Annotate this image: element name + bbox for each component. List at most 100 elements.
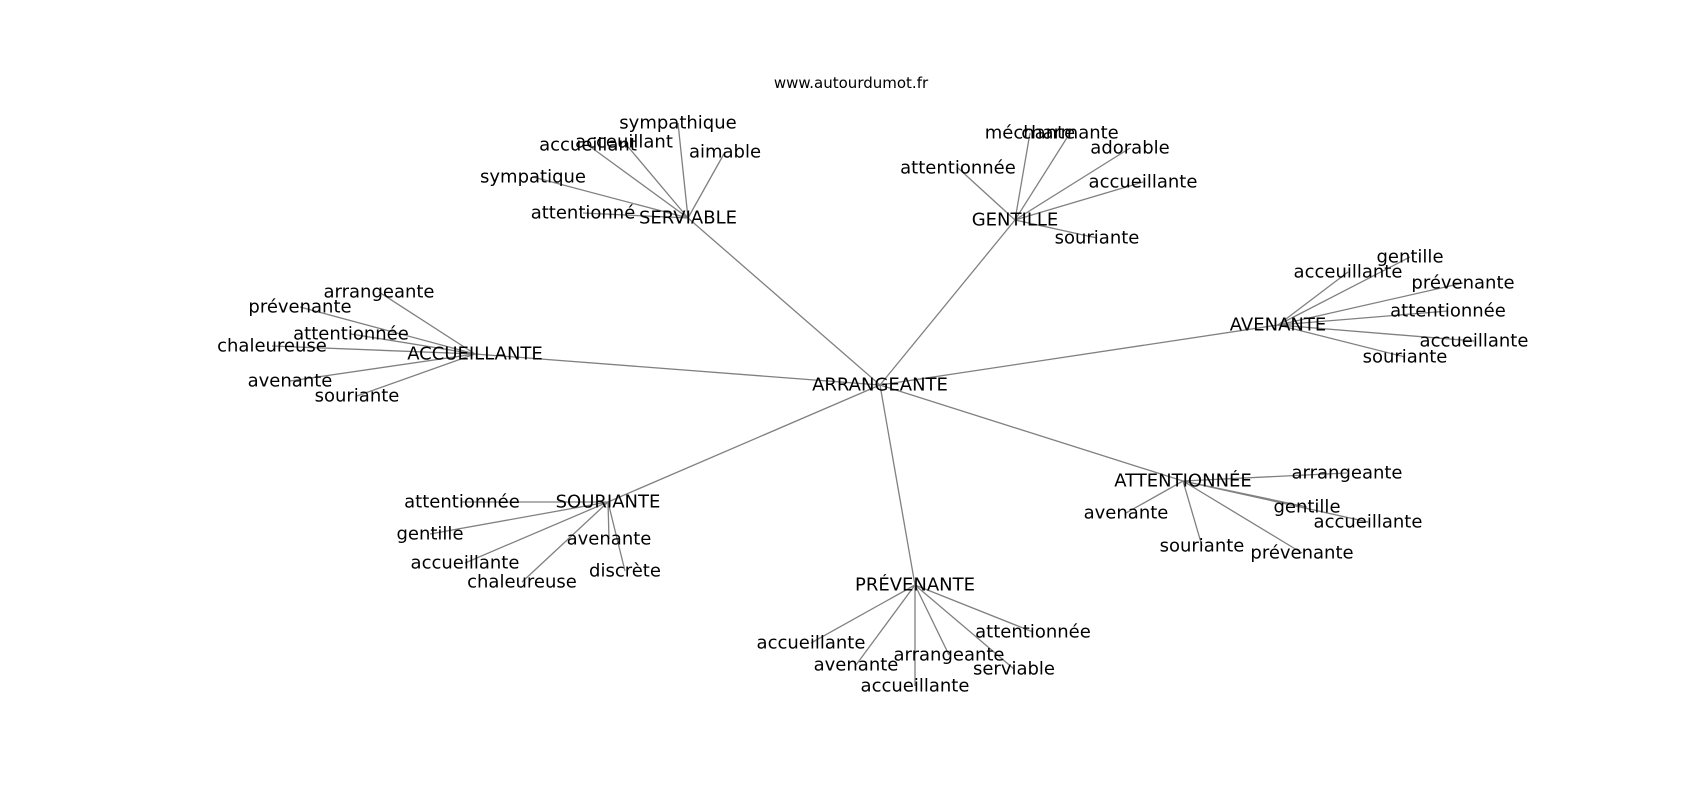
leaf-node-label: gentille xyxy=(396,524,463,545)
root-edge xyxy=(879,384,916,586)
leaf-node-label: gentille xyxy=(1273,497,1340,518)
leaf-node-label: attentionné xyxy=(531,203,636,224)
leaf-node-label: souriante xyxy=(315,386,400,407)
leaf-edge xyxy=(914,584,950,656)
leaf-node-label: aimable xyxy=(689,142,761,163)
hub-node-label: PRÉVENANTE xyxy=(855,574,975,596)
leaf-edge xyxy=(1014,219,1098,239)
leaf-node-label: avenante xyxy=(1084,503,1169,524)
leaf-edge xyxy=(1277,324,1406,358)
graph-edges xyxy=(271,122,1475,686)
leaf-node-label: attentionnée xyxy=(1390,301,1506,322)
root-edge xyxy=(879,219,1016,386)
leaf-edge xyxy=(1277,310,1449,326)
leaf-node-label: accueillante xyxy=(411,553,520,574)
leaf-edge xyxy=(271,345,476,355)
leaf-edge xyxy=(1014,132,1031,221)
leaf-edge xyxy=(1014,181,1144,221)
leaf-node-label: accueillante xyxy=(861,676,970,697)
leaf-node-label: acceuillante xyxy=(1294,262,1403,283)
leaf-node-label: adorable xyxy=(1090,138,1169,159)
leaf-edge xyxy=(464,501,609,564)
leaf-node-label: avenante xyxy=(814,655,899,676)
graph-labels: ARRANGEANTESERVIABLEsympathiqueaccueilla… xyxy=(217,113,1528,697)
leaf-edge xyxy=(677,122,689,219)
leaf-node-label: attentionnée xyxy=(975,622,1091,643)
hub-node-label: ACCUEILLANTE xyxy=(407,344,543,365)
leaf-edge xyxy=(914,584,1015,670)
leaf-node-label: accueillante xyxy=(1314,512,1423,533)
hub-node-label: SOURIANTE xyxy=(556,492,661,513)
hub-node-label: SERVIABLE xyxy=(639,208,737,229)
root-edge xyxy=(607,384,881,503)
root-edge xyxy=(879,384,1184,482)
leaf-node-label: gentille xyxy=(1376,247,1443,268)
leaf-node-label: discrète xyxy=(589,561,661,582)
leaf-edge xyxy=(1277,256,1411,326)
leaf-edge xyxy=(289,353,476,382)
leaf-edge xyxy=(429,501,609,535)
leaf-node-label: attentionnée xyxy=(404,492,520,513)
leaf-edge xyxy=(521,501,609,583)
leaf-edge xyxy=(855,584,916,666)
leaf-node-label: accueillante xyxy=(1420,331,1529,352)
leaf-edge xyxy=(1182,480,1203,547)
leaf-node-label: sympatique xyxy=(480,167,586,188)
leaf-edge xyxy=(587,144,689,219)
leaf-edge xyxy=(582,212,689,219)
leaf-edge xyxy=(607,501,626,572)
leaf-node-label: sympathique xyxy=(619,113,736,134)
leaf-node-label: acceuillant xyxy=(575,132,673,153)
leaf-edge xyxy=(1014,132,1071,221)
leaf-node-label: prévenante xyxy=(1250,543,1353,564)
leaf-edge xyxy=(1277,282,1464,326)
root-edge xyxy=(474,353,881,386)
leaf-node-label: souriante xyxy=(1055,228,1140,249)
leaf-node-label: prévenante xyxy=(248,297,351,318)
leaf-node-label: attentionnée xyxy=(293,324,409,345)
leaf-node-label: chaleureuse xyxy=(217,336,327,357)
hub-node-label: GENTILLE xyxy=(972,210,1059,231)
leaf-node-label: souriante xyxy=(1160,536,1245,557)
leaf-edge xyxy=(607,501,610,540)
leaf-edge xyxy=(1182,480,1303,554)
leaf-edge xyxy=(1277,324,1475,342)
leaf-node-label: avenante xyxy=(567,529,652,550)
leaf-edge xyxy=(1182,480,1369,523)
leaf-edge xyxy=(810,584,916,644)
site-credit: www.autourdumot.fr xyxy=(774,74,929,92)
leaf-edge xyxy=(350,333,476,355)
leaf-edge xyxy=(957,167,1016,221)
root-edge xyxy=(879,324,1279,386)
leaf-node-label: attentionnée xyxy=(900,158,1016,179)
leaf-node-label: prévenante xyxy=(1411,273,1514,294)
leaf-node-label: méchante xyxy=(985,123,1075,144)
leaf-edge xyxy=(1182,472,1348,482)
leaf-node-label: accueillante xyxy=(757,633,866,654)
leaf-node-label: serviable xyxy=(973,659,1055,680)
leaf-edge xyxy=(1277,271,1349,326)
leaf-edge xyxy=(914,584,1034,633)
leaf-edge xyxy=(299,306,476,355)
root-node-label: ARRANGEANTE xyxy=(812,375,948,396)
leaf-node-label: souriante xyxy=(1363,347,1448,368)
leaf-node-label: avenante xyxy=(248,371,333,392)
leaf-node-label: arrangeante xyxy=(323,282,434,303)
leaf-node-label: accueillante xyxy=(1089,172,1198,193)
leaf-edge xyxy=(378,291,476,355)
leaf-node-label: charmante xyxy=(1021,123,1119,144)
leaf-node-label: chaleureuse xyxy=(467,572,577,593)
leaf-node-label: accueillant xyxy=(539,135,637,156)
leaf-node-label: arrangeante xyxy=(893,645,1004,666)
leaf-edge xyxy=(623,141,689,219)
hub-node-label: AVENANTE xyxy=(1230,315,1326,336)
leaf-node-label: arrangeante xyxy=(1291,463,1402,484)
leaf-edge xyxy=(687,151,726,219)
leaf-edge xyxy=(532,176,689,219)
leaf-edge xyxy=(1014,147,1131,221)
hub-node-label: ATTENTIONNÉE xyxy=(1114,470,1252,492)
leaf-edge xyxy=(1125,480,1184,514)
leaf-edge xyxy=(356,353,476,397)
root-edge xyxy=(687,217,881,386)
